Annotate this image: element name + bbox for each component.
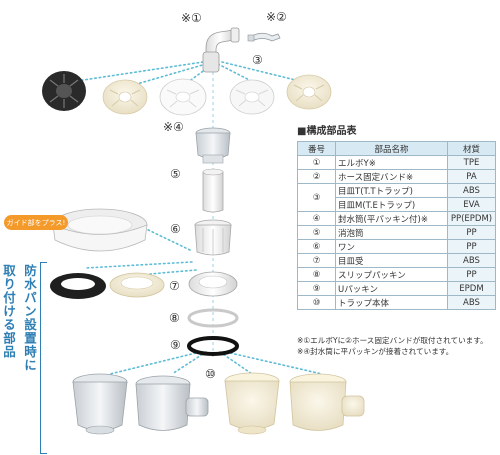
- grate-cream-1: [102, 79, 148, 115]
- note-2: ※④封水筒に平パッキンが接着されています。: [297, 347, 454, 356]
- callout-10: ⑩: [205, 367, 216, 381]
- hose-band-part: [247, 32, 281, 42]
- row-material: ABS: [447, 295, 496, 310]
- side-bracket: [40, 262, 47, 454]
- table-heading: ■構成部品表: [297, 126, 357, 137]
- water-seal-cylinder-part: [195, 127, 231, 164]
- trap-body-cream-1: [224, 372, 280, 435]
- row-number: ⑤: [297, 225, 336, 240]
- row-number: ⑩: [297, 295, 336, 310]
- callout-4: ※④: [163, 120, 184, 134]
- side-label-line2: 取り付ける部品: [1, 264, 16, 359]
- grate-white-2: [229, 79, 275, 115]
- row-part-name: 目皿M(T.Eトラップ): [335, 197, 448, 212]
- elbow-y-part: [202, 27, 240, 73]
- grate-receiver-part: [188, 271, 238, 297]
- row-number: ⑦: [297, 253, 336, 268]
- row-material: PP: [447, 267, 496, 282]
- row-material: TPE: [447, 155, 496, 170]
- row-part-name: ワン: [335, 239, 448, 254]
- row-number: ④: [297, 211, 336, 226]
- row-number: ①: [297, 155, 336, 170]
- row-number: ②: [297, 169, 336, 184]
- row-number: ⑥: [297, 239, 336, 254]
- row-material: ABS: [447, 253, 496, 268]
- row-material: PP: [447, 239, 496, 254]
- row-material: EPDM: [447, 281, 496, 296]
- header-part-name: 部品名称: [335, 141, 448, 156]
- callout-1: ※①: [181, 11, 202, 25]
- callout-9: ⑨: [170, 338, 181, 352]
- row-part-name: スリップパッキン: [335, 267, 448, 282]
- row-part-name: トラップ本体: [335, 295, 448, 310]
- trap-body-cream-2: [289, 373, 365, 431]
- row-part-name: 封水筒(平パッキン付)※: [335, 211, 448, 226]
- u-packing-part: [187, 336, 239, 356]
- callout-7: ⑦: [169, 279, 180, 293]
- slip-packing-part: [187, 308, 239, 328]
- anti-foam-cylinder-part: [202, 168, 224, 213]
- side-label-line1: 防水パン設置時に: [22, 264, 37, 372]
- grate-black: [42, 71, 86, 111]
- row-part-name: 消泡筒: [335, 225, 448, 240]
- trap-body-clear-2: [135, 375, 209, 431]
- callout-8: ⑧: [169, 311, 180, 325]
- row-part-name: Uパッキン: [335, 281, 448, 296]
- cream-ring-part: [109, 272, 165, 298]
- row-material: EVA: [447, 197, 496, 212]
- row-part-name: 目皿受: [335, 253, 448, 268]
- bowl-part: [194, 219, 232, 256]
- row-number: ⑧: [297, 267, 336, 282]
- notes: ※①エルボYに②ホース固定バンドが取付されています。 ※④封水筒に平パッキンが接…: [297, 335, 497, 357]
- note-1: ※①エルボYに②ホース固定バンドが取付されています。: [297, 336, 488, 345]
- lower-leader-lines: [84, 225, 323, 375]
- row-number: ③: [297, 183, 336, 212]
- row-part-name: エルボY※: [335, 155, 448, 170]
- grate-cream-2: [286, 74, 332, 110]
- side-label: 防水パン設置時に 取り付ける部品: [1, 264, 39, 404]
- header-number: 番号: [297, 141, 336, 156]
- grate-white: [159, 78, 207, 116]
- callout-6: ⑥: [170, 222, 181, 236]
- row-material: PP: [447, 225, 496, 240]
- row-material: PP(EPDM): [447, 211, 496, 226]
- callout-5: ⑤: [170, 167, 181, 181]
- trap-body-clear-1: [72, 373, 128, 435]
- table-header-row: 番号 部品名称 材質: [297, 141, 496, 156]
- black-ring-part: [50, 273, 106, 299]
- callout-3: ③: [252, 53, 263, 67]
- callout-2: ※②: [266, 10, 287, 24]
- row-material: ABS: [447, 183, 496, 198]
- guide-ring-part: [52, 208, 148, 252]
- row-material: PA: [447, 169, 496, 184]
- row-part-name: ホース固定バンド※: [335, 169, 448, 184]
- header-material: 材質: [447, 141, 496, 156]
- row-part-name: 目皿T(T.Tトラップ): [335, 183, 448, 198]
- row-number: ⑨: [297, 281, 336, 296]
- guide-badge: ガイド部をプラス!: [4, 215, 68, 230]
